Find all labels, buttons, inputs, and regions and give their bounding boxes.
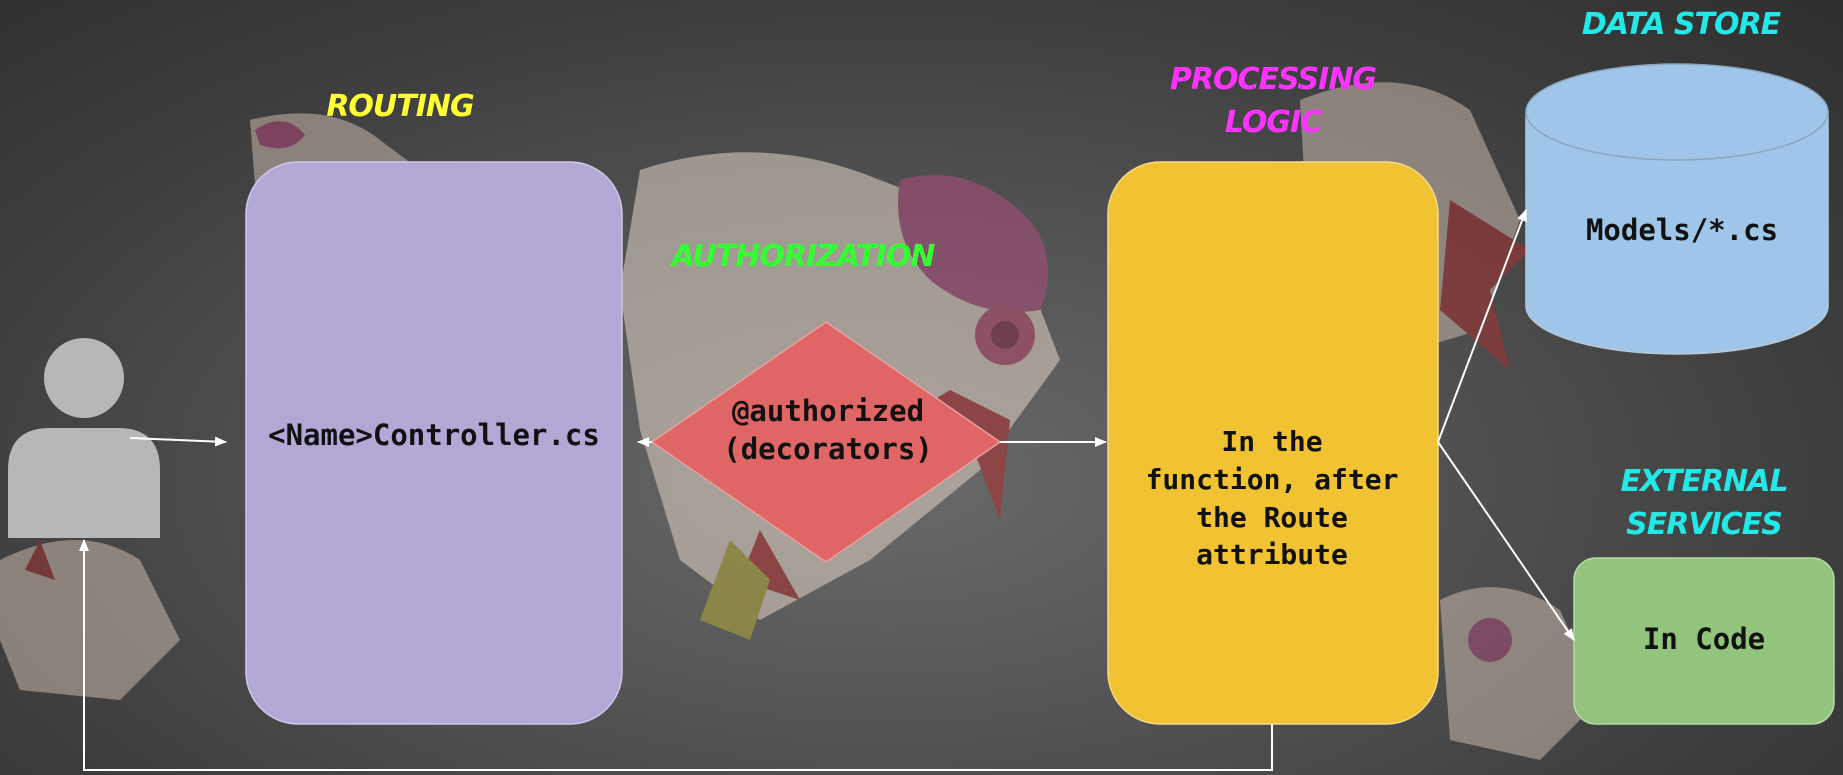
user-icon (8, 338, 160, 538)
response-to-user-arrow (79, 539, 1273, 771)
data-store-label: DATA STORE (1582, 7, 1782, 42)
routing-label: ROUTING (326, 89, 474, 124)
authorization-label-line1: @authorized (732, 394, 924, 428)
authorization-label: AUTHORIZATION (670, 239, 936, 274)
external-services-box (1573, 557, 1835, 725)
function-label-line3: the Route (1196, 501, 1348, 534)
processing-logic-label-line1: PROCESSING (1170, 62, 1377, 97)
external-services-label-line1: EXTERNAL (1620, 464, 1787, 499)
external-services-label-line2: SERVICES (1626, 507, 1782, 542)
function-label-line1: In the (1221, 425, 1322, 458)
database-cylinder (1525, 63, 1829, 355)
models-label: Models/*.cs (1586, 213, 1778, 247)
controller-label: <Name>Controller.cs (268, 418, 600, 452)
processing-logic-label-line2: LOGIC (1225, 105, 1322, 140)
function-to-database-arrow (1437, 209, 1527, 443)
authorization-diamond (650, 321, 1002, 563)
in-code-label: In Code (1643, 622, 1765, 656)
function-label-line2: function, after (1146, 463, 1399, 496)
authorization-label-line2: (decorators) (723, 432, 933, 466)
controller-box (245, 161, 623, 725)
user-to-controller-arrow (129, 436, 227, 447)
function-label-line4: attribute (1196, 538, 1348, 571)
function-to-external-arrow (1437, 441, 1575, 641)
